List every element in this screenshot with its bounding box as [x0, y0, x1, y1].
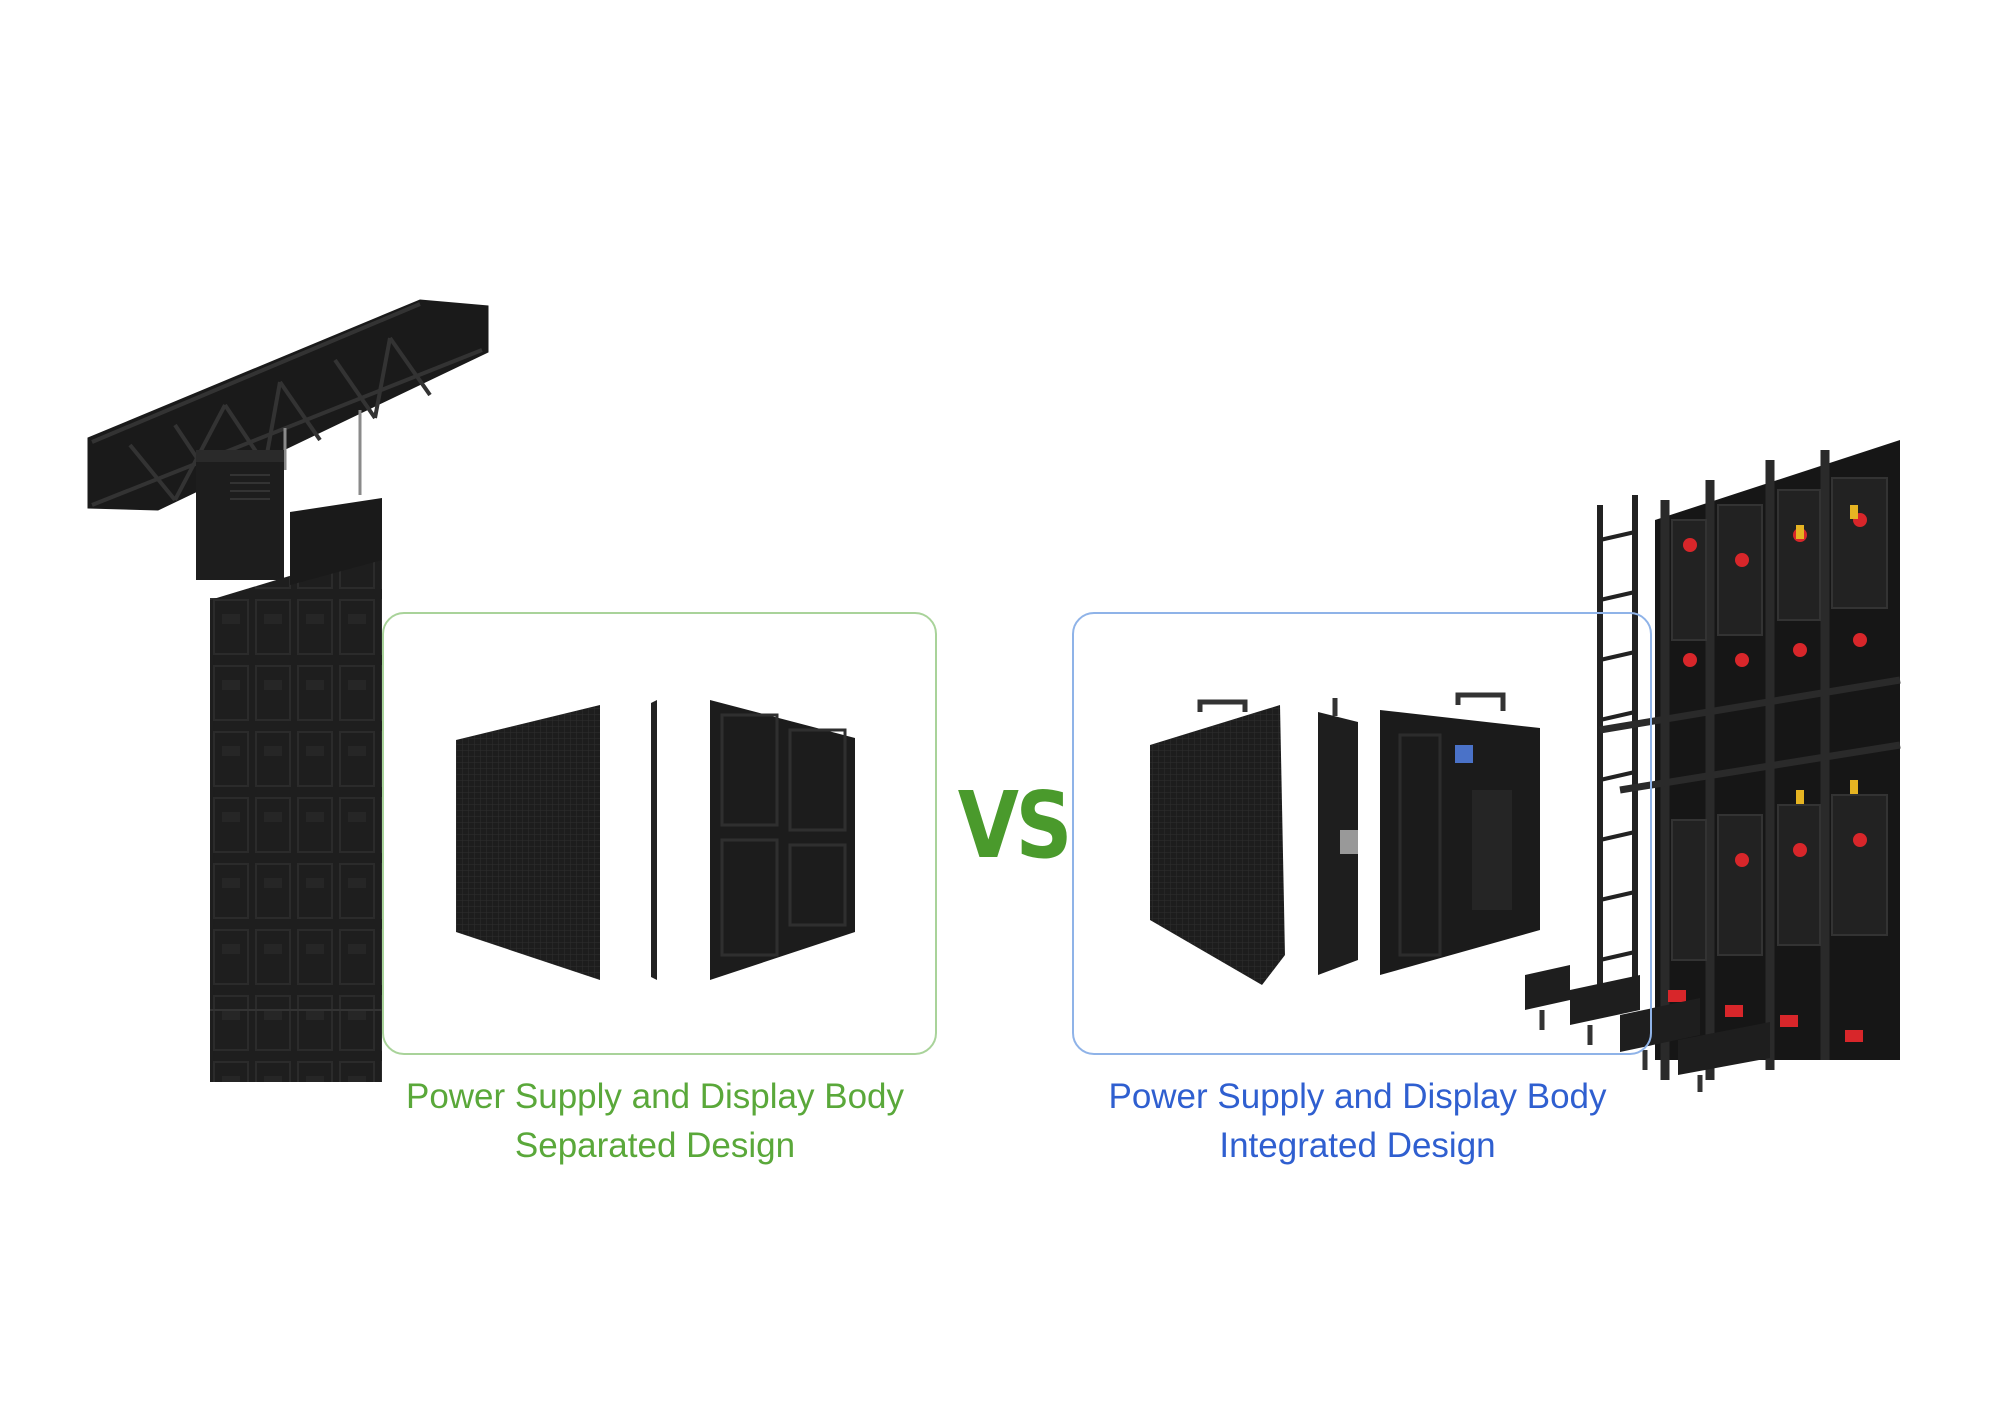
integrated-caption-line2: Integrated Design	[1219, 1126, 1496, 1165]
integrated-design-caption: Power Supply and Display Body Integrated…	[1070, 1072, 1645, 1170]
led-cabinet-exploded-icon	[1150, 692, 1540, 985]
separated-caption-line1: Power Supply and Display Body	[405, 1077, 905, 1116]
separated-caption-line2: Separated Design	[514, 1126, 796, 1165]
led-panel-exploded-icon	[456, 700, 855, 980]
separated-design-frame	[382, 612, 937, 1055]
ground-stacked-led-wall-icon	[1525, 440, 1901, 1092]
separated-design-caption: Power Supply and Display Body Separated …	[380, 1072, 930, 1170]
vs-label: VS	[957, 772, 1073, 879]
integrated-caption-line1: Power Supply and Display Body	[1108, 1077, 1607, 1116]
truss-hung-led-screen-icon	[87, 299, 489, 1082]
integrated-design-frame	[1072, 612, 1652, 1055]
